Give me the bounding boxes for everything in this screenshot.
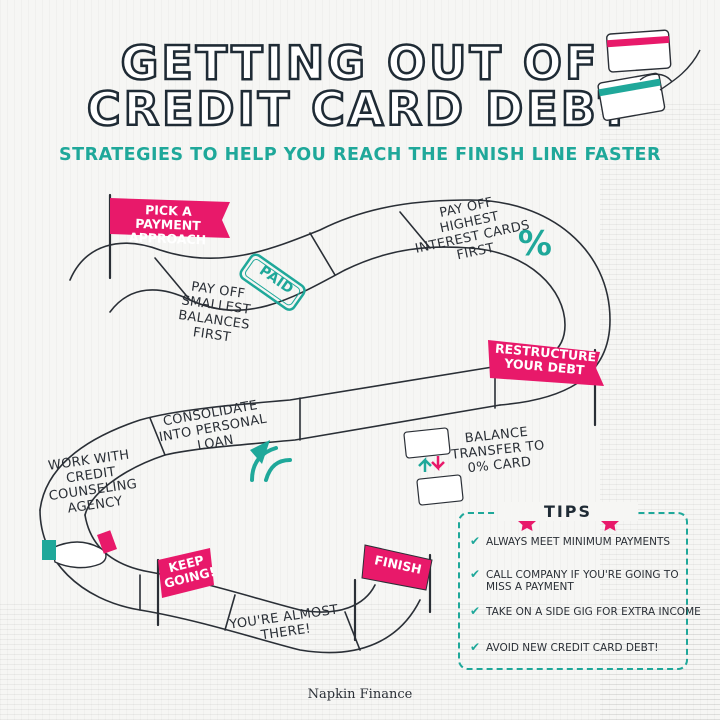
- tip-item: ✔ CALL COMPANY IF YOU'RE GOING TO MISS A …: [470, 567, 701, 593]
- tip-text: ALWAYS MEET MINIMUM PAYMENTS: [486, 536, 671, 548]
- check-icon: ✔: [470, 604, 481, 618]
- title-line-2: CREDIT CARD DEBT: [86, 81, 634, 138]
- subtitle: STRATEGIES TO HELP YOU REACH THE FINISH …: [59, 145, 661, 165]
- check-icon: ✔: [470, 567, 481, 581]
- tip-text: TAKE ON A SIDE GIG FOR EXTRA INCOME: [486, 606, 701, 618]
- flag-pick-payment-approach: PICK A PAYMENT APPROACH: [128, 202, 207, 248]
- napkin-fold-right: [600, 100, 720, 720]
- tip-text: CALL COMPANY IF YOU'RE GOING TO MISS A P…: [486, 569, 679, 593]
- tip-item: ✔ TAKE ON A SIDE GIG FOR EXTRA INCOME: [470, 604, 701, 618]
- tip-text: AVOID NEW CREDIT CARD DEBT!: [486, 642, 659, 654]
- tip-item: ✔ ALWAYS MEET MINIMUM PAYMENTS: [470, 534, 701, 548]
- napkin-fold-bottom: [0, 600, 720, 720]
- title-line-1: GETTING OUT OF: [119, 35, 600, 92]
- percent-icon: %: [517, 224, 553, 264]
- tips-title: TIPS: [498, 502, 638, 521]
- check-icon: ✔: [470, 534, 481, 548]
- tip-item: ✔ AVOID NEW CREDIT CARD DEBT!: [470, 640, 701, 654]
- check-icon: ✔: [470, 640, 481, 654]
- brand-footer: Napkin Finance: [307, 687, 413, 702]
